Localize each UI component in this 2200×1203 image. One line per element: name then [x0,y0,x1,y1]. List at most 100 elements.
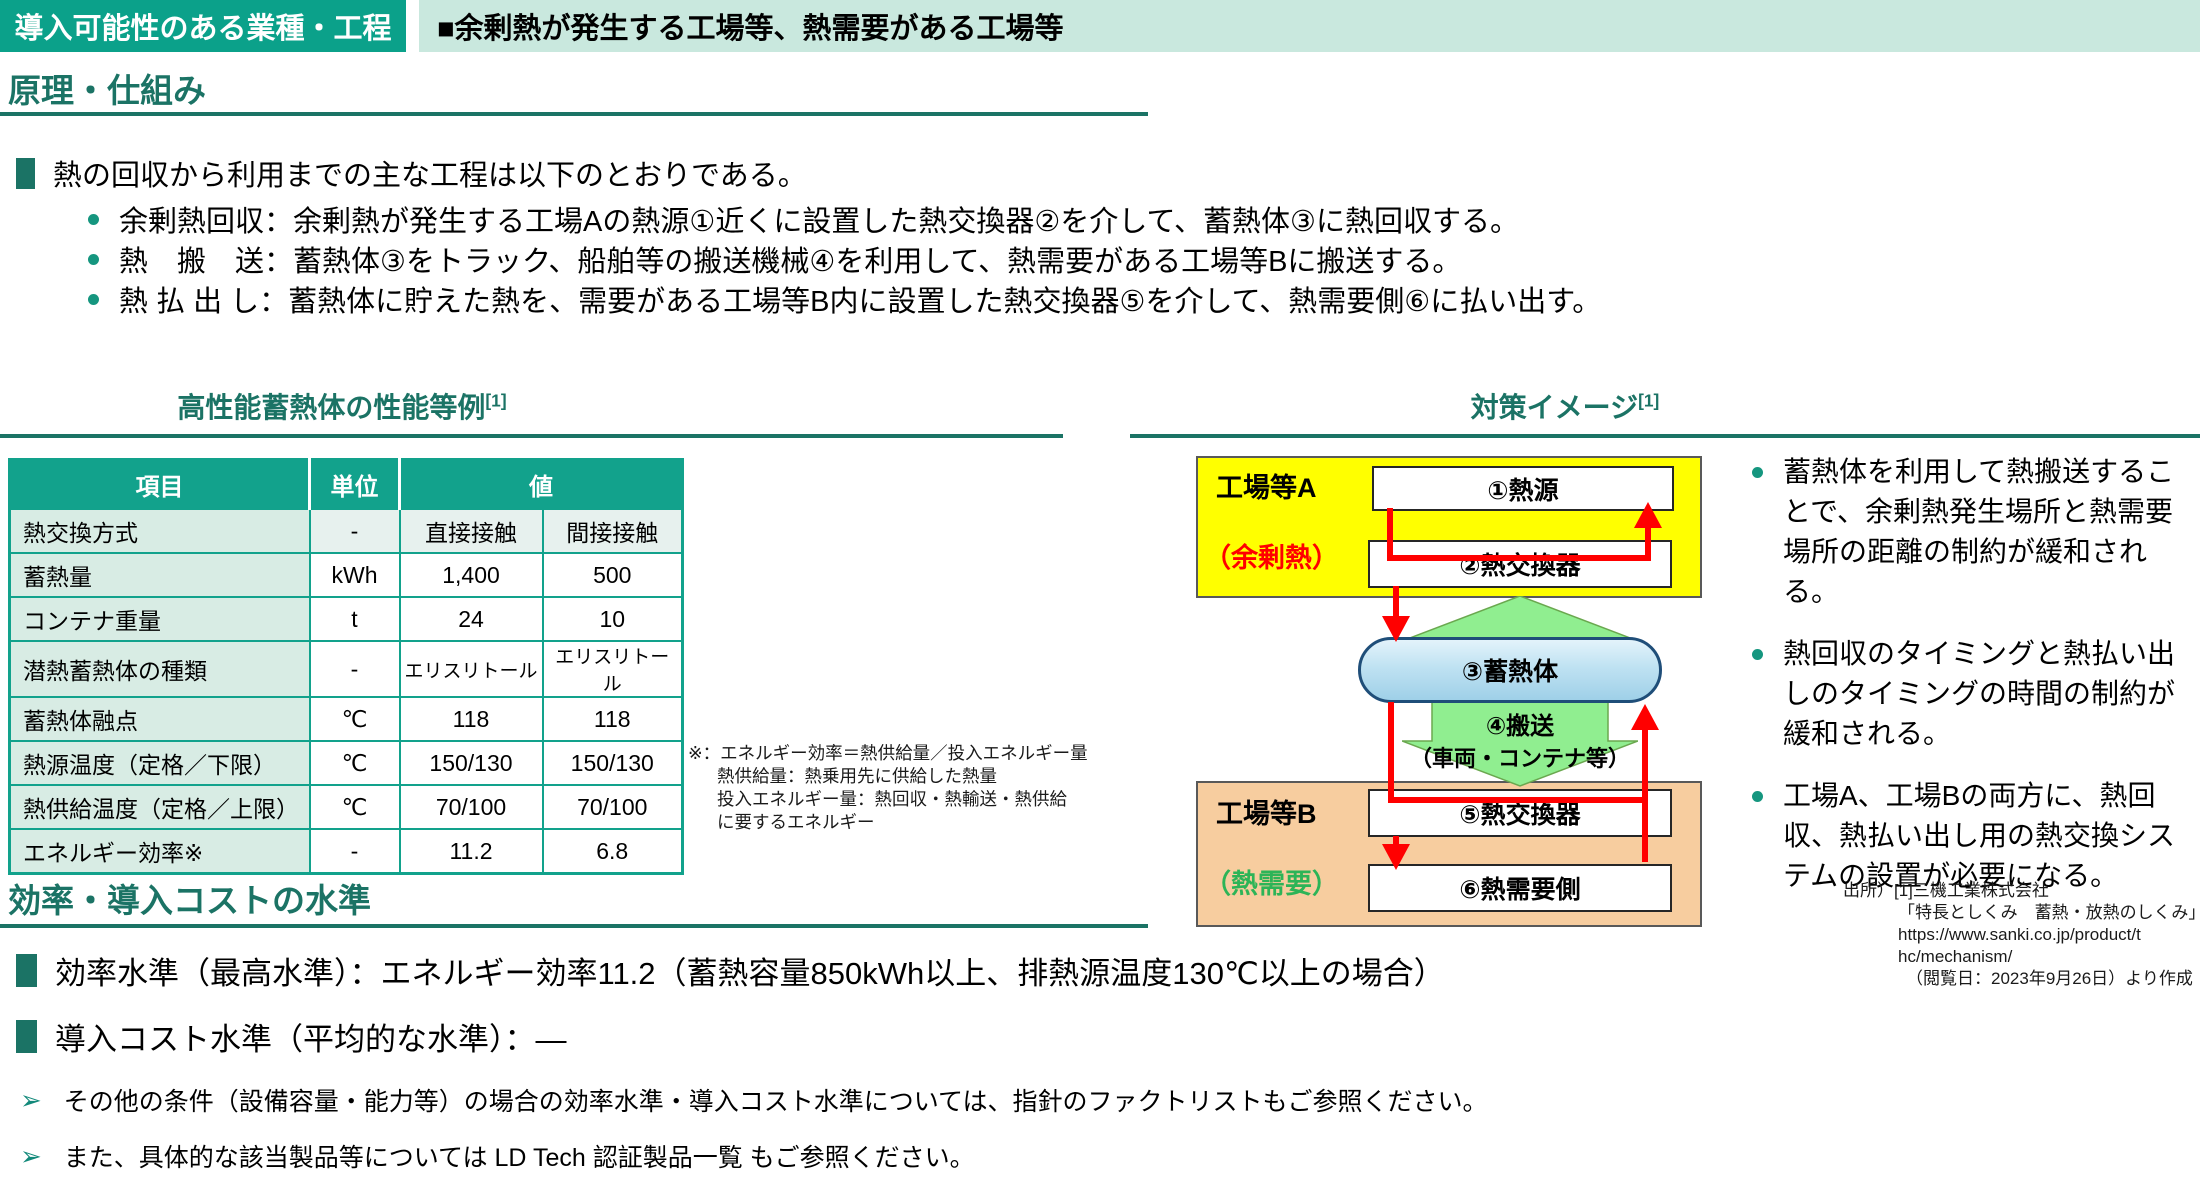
cell: 蓄熱量 [8,552,311,598]
cell: ℃ [308,740,401,786]
cell: 118 [541,696,684,742]
factory-a-label: 工場等A [1216,473,1317,503]
cell: 70/100 [541,784,684,830]
heat-demand-box: ⑥熱需要側 [1368,864,1672,912]
table-row: 蓄熱体融点 ℃ 118 118 [8,696,684,742]
cell: ℃ [308,696,401,742]
heat-exchanger-b-box: ⑤熱交換器 [1368,789,1672,837]
cell: - [308,508,401,554]
performance-table: 項目 単位 値 熱交換方式 - 直接接触 間接接触 蓄熱量 kWh 1,400 … [8,458,684,875]
cell: - [308,640,401,698]
bullet-text: 工場A、工場Bの両方に、熱回収、熱払い出し用の熱交換システムの設置が必要になる。 [1783,780,2176,891]
header-banner: ■余剰熱が発生する工場等、熱需要がある工場等 [419,0,2200,52]
bullet-dot [1752,649,1763,660]
cell: エリスリトール [541,640,684,698]
heat-source-box: ①熱源 [1372,466,1674,511]
cell: 6.8 [541,828,684,875]
principle-lead: 熱の回収から利用までの主な工程は以下のとおりである。 [16,152,807,194]
bullet-dot [88,253,99,265]
bullet-dot [88,213,99,225]
cell: 150/130 [398,740,544,786]
bullet-text: 余剰熱回収：余剰熱が発生する工場Aの熱源①近くに設置した熱交換器②を介して、蓄熱… [119,206,1520,238]
cell: 500 [541,552,684,598]
table-title: 高性能蓄熱体の性能等例[1] [0,386,684,426]
right-column-rule [1130,434,2200,438]
arrow-bullet-icon: ➢ [20,1084,42,1115]
list-item: 熱 搬 送：蓄熱体③をトラック、船舶等の搬送機械④を利用して、熱需要がある工場等… [88,238,1461,280]
source-url: hc/mechanism/ [1898,947,2013,966]
heading-rule [0,112,1148,116]
bullet-dot [88,293,99,305]
cost-level-item: 導入コスト水準（平均的な水準）：― [16,1014,567,1059]
table-footnote: ※：エネルギー効率＝熱供給量／投入エネルギー量 熱供給量：熱乗用先に供給した熱量… [688,742,1088,834]
item-text: 導入コスト水準（平均的な水準）：― [55,1022,567,1057]
cell: 熱交換方式 [8,508,311,554]
heat-demand-label: （熱需要） [1204,869,1339,899]
left-column-rule [0,434,1063,438]
principle-heading: 原理・仕組み [8,72,206,109]
cell: 熱源温度（定格／下限） [8,740,311,786]
bullet-text: 熱 払 出 し：蓄熱体に貯えた熱を、需要がある工場等B内に設置した熱交換器⑤を介… [119,286,1602,318]
table-row: 熱交換方式 - 直接接触 間接接触 [8,508,684,554]
square-bullet [16,157,35,189]
diagram-title-text: 対策イメージ [1470,392,1639,423]
cell: ℃ [308,784,401,830]
efficiency-level-item: 効率水準（最高水準）：エネルギー効率11.2（蓄熱容量850kWh以上、排熱源温… [16,948,1445,993]
cost-heading: 効率・導入コストの水準 [8,882,371,919]
cell: エネルギー効率※ [8,828,311,875]
section-tab: 導入可能性のある業種・工程 [0,0,406,52]
square-bullet [16,1020,37,1053]
reference-note: ➢ また、具体的な該当製品等については LD Tech 認証製品一覧 もご参照く… [20,1138,975,1174]
cell: 間接接触 [541,508,684,554]
cell: 直接接触 [398,508,544,554]
footnote-line: 熱供給量：熱乗用先に供給した熱量 [717,766,997,786]
item-text: 効率水準（最高水準）：エネルギー効率11.2（蓄熱容量850kWh以上、排熱源温… [55,956,1445,991]
table-title-ref: [1] [485,390,507,411]
source-line: 出所）[1]三機工業株式会社 [1843,881,2049,900]
cell: - [308,828,401,875]
table-row: 熱源温度（定格／下限） ℃ 150/130 150/130 [8,740,684,786]
footnote-line: に要するエネルギー [717,812,875,832]
heading-rule [0,924,1148,928]
cell: 熱供給温度（定格／上限） [8,784,311,830]
table-header-row: 項目 単位 値 [9,459,683,509]
note-text: その他の条件（設備容量・能力等）の場合の効率水準・導入コスト水準については、指針… [63,1088,1488,1116]
transport-label-line1: ④搬送 [1485,713,1555,740]
surplus-heat-label: （余剰熱） [1204,543,1339,573]
cell: 11.2 [398,828,544,875]
list-item: 工場A、工場Bの両方に、熱回収、熱払い出し用の熱交換システムの設置が必要になる。 [1752,776,2200,896]
cell: kWh [308,552,401,598]
table-row: 潜熱蓄熱体の種類 - エリスリトール エリスリトール [8,640,684,698]
lead-text: 熱の回収から利用までの主な工程は以下のとおりである。 [53,160,807,192]
cell: 150/130 [541,740,684,786]
heat-exchanger-a-box: ②熱交換器 [1368,540,1672,588]
list-item: 熱 払 出 し：蓄熱体に貯えた熱を、需要がある工場等B内に設置した熱交換器⑤を介… [88,278,1601,320]
footnote-line: 投入エネルギー量：熱回収・熱輸送・熱供給 [717,789,1067,809]
source-citation: 出所）[1]三機工業株式会社 「特長としくみ 蓄熱・放熱のしくみ」 https:… [1843,880,2200,990]
square-bullet [16,954,37,987]
cell: コンテナ重量 [8,596,311,642]
arrow-bullet-icon: ➢ [20,1140,42,1171]
cell: 70/100 [398,784,544,830]
diagram-title-ref: [1] [1638,390,1660,411]
cell: 24 [398,596,544,642]
cell: エリスリトール [398,640,544,698]
bullet-text: 熱回収のタイミングと熱払い出しのタイミングの時間の制約が緩和される。 [1783,638,2176,749]
table-title-text: 高性能蓄熱体の性能等例 [177,392,486,423]
diagram-notes: 蓄熱体を利用して熱搬送することで、余剰熱発生場所と熱需要場所の距離の制約が緩和さ… [1752,452,2200,918]
list-item: 余剰熱回収：余剰熱が発生する工場Aの熱源①近くに設置した熱交換器②を介して、蓄熱… [88,198,1519,240]
reference-note: ➢ その他の条件（設備容量・能力等）の場合の効率水準・導入コスト水準については、… [20,1082,1488,1118]
diagram-title: 対策イメージ[1] [1130,386,2000,426]
col-header-value: 値 [398,459,683,509]
bullet-dot [1752,467,1763,478]
source-line: （閲覧日：2023年9月26日）より作成 [1906,969,2193,988]
col-header-item: 項目 [9,459,310,509]
table-row: 熱供給温度（定格／上限） ℃ 70/100 70/100 [8,784,684,830]
cell: t [308,596,401,642]
cell: 1,400 [398,552,544,598]
transport-label-line2: （車両・コンテナ等） [1409,746,1630,771]
storage-capsule: ③蓄熱体 [1358,637,1662,703]
factory-b-label: 工場等B [1216,799,1317,829]
cell: 潜熱蓄熱体の種類 [8,640,311,698]
